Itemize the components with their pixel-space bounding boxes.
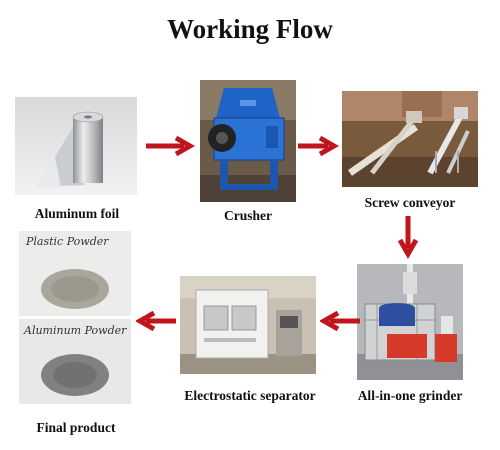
- plastic-powder-label: Plastic Powder: [26, 235, 109, 248]
- step-label-screw-conveyor: Screw conveyor: [364, 195, 456, 210]
- aluminum-powder-photo: [19, 319, 131, 404]
- arrow-crusher-to-conveyor: [298, 136, 340, 156]
- arrow-conveyor-to-grinder: [398, 216, 418, 260]
- crusher-photo: [200, 80, 296, 202]
- plastic-powder-photo: [19, 231, 131, 316]
- arrow-grinder-to-separator: [320, 311, 360, 331]
- step-label-electrostatic-separator: Electrostatic separator: [184, 388, 316, 403]
- arrow-foil-to-crusher: [146, 136, 196, 156]
- step-label-aluminum-foil: Aluminum foil: [34, 206, 120, 221]
- arrow-separator-to-final: [136, 311, 176, 331]
- aluminum-powder-label: Aluminum Powder: [24, 324, 127, 337]
- step-label-all-in-one-grinder: All-in-one grinder: [357, 388, 463, 403]
- screw-conveyor-photo: [342, 91, 478, 187]
- diagram-title: Working Flow: [167, 14, 333, 44]
- grinder-photo: [357, 264, 463, 380]
- separator-photo: [180, 276, 316, 374]
- step-label-crusher: Crusher: [224, 208, 272, 223]
- aluminum-foil-photo: [15, 97, 137, 195]
- step-label-final-product: Final product: [36, 420, 116, 435]
